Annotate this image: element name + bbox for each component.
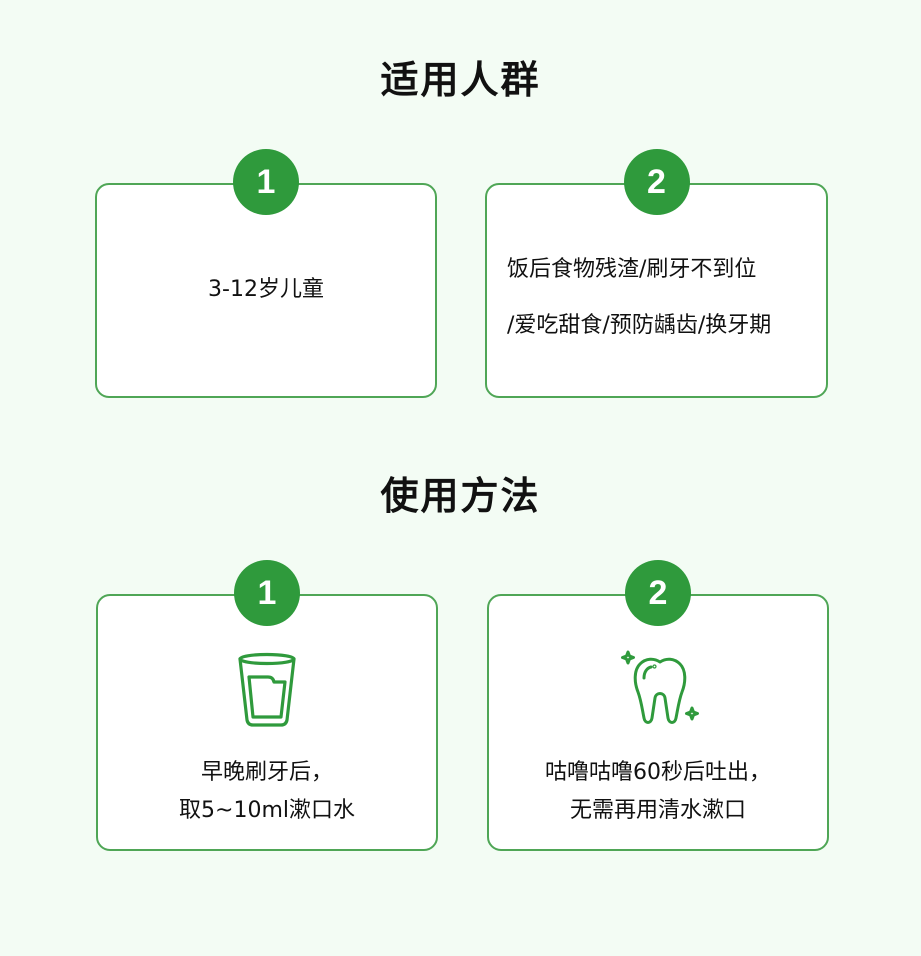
target-users-card-2: 2 饭后食物残渣/刷牙不到位 /爱吃甜食/预防龋齿/换牙期 [485,149,828,398]
card-text-line: 无需再用清水漱口 [569,798,746,823]
section-title-usage: 使用方法 [380,474,541,518]
card-text-line: 饭后食物残渣/刷牙不到位 [507,257,757,282]
card-text-line: 取5~10ml漱口水 [179,798,355,823]
usage-card-2: 2 咕噜咕噜60秒后吐出， 无需再用清水漱口 [487,560,829,851]
usage-card-1: 1 早晚刷牙后， 取5~10ml漱口水 [96,560,438,851]
card-text-line: 早晚刷牙后， [200,760,333,785]
step-number-badge: 1 [234,560,300,626]
step-number-badge: 2 [625,560,691,626]
step-number-badge: 1 [233,149,299,215]
section-title-target-users: 适用人群 [380,58,541,102]
sparkling-tooth-icon [621,650,699,724]
step-number-badge: 2 [623,149,690,215]
target-users-card-1: 1 3-12岁儿童 [95,149,437,398]
water-glass-icon [238,652,296,727]
card-text-line: /爱吃甜食/预防龋齿/换牙期 [507,313,772,338]
card-text-line: 咕噜咕噜60秒后吐出， [545,760,771,785]
card-text-line: 3-12岁儿童 [208,277,324,302]
